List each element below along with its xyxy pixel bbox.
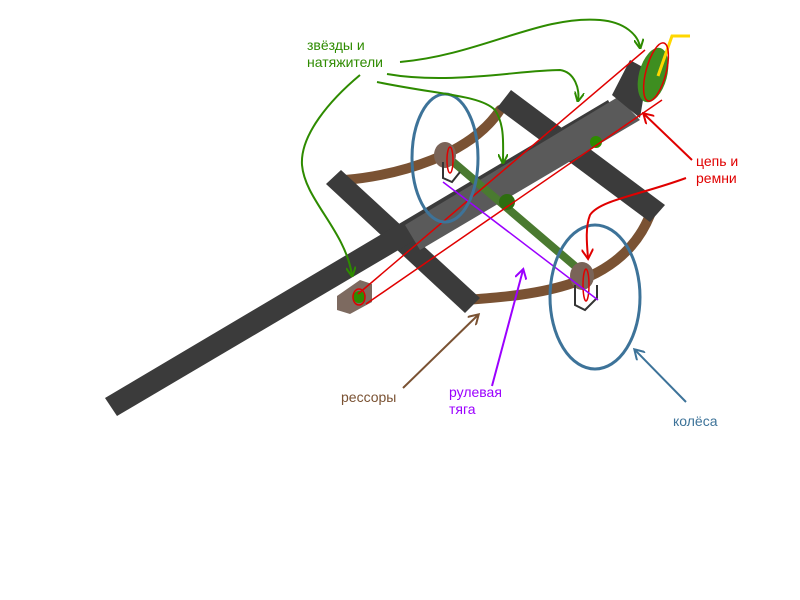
arrow-green-1 xyxy=(399,18,640,63)
arrow-red-1 xyxy=(644,114,693,161)
arrow-red-2 xyxy=(587,177,687,258)
label-steering: рулевая тяга xyxy=(449,384,502,417)
chain-loop-front xyxy=(642,42,670,102)
label-springs: рессоры xyxy=(341,389,397,405)
arrow-brown xyxy=(402,315,478,389)
wheel-right-outline xyxy=(548,223,642,371)
hub-bracket-right xyxy=(574,285,598,312)
chain-loop-rear xyxy=(352,288,366,306)
arrow-green-2 xyxy=(386,68,578,100)
label-sprockets: звёзды и натяжители xyxy=(307,37,383,70)
arrow-purple xyxy=(491,270,523,387)
leaf-spring-lower xyxy=(460,210,655,305)
wheel-rim-left xyxy=(446,146,454,174)
wheel-rim-right xyxy=(582,268,590,302)
steering-pivot xyxy=(499,194,515,210)
chain-line-upper xyxy=(357,49,646,295)
arrow-green-4 xyxy=(300,74,361,275)
wheel-hub-right xyxy=(570,262,594,290)
wheel-hub-left xyxy=(434,142,456,168)
yellow-bracket xyxy=(656,34,690,77)
label-chain: цепь и ремни xyxy=(696,153,739,186)
sprocket-mid xyxy=(590,136,602,148)
chain-line-lower xyxy=(365,99,663,305)
sprocket-rear xyxy=(353,291,365,303)
arrow-blue xyxy=(635,350,687,403)
leaf-spring-upper xyxy=(340,105,505,185)
arrow-green-3 xyxy=(376,81,503,162)
hub-bracket-left xyxy=(442,162,461,184)
label-wheels: колёса xyxy=(673,413,718,429)
